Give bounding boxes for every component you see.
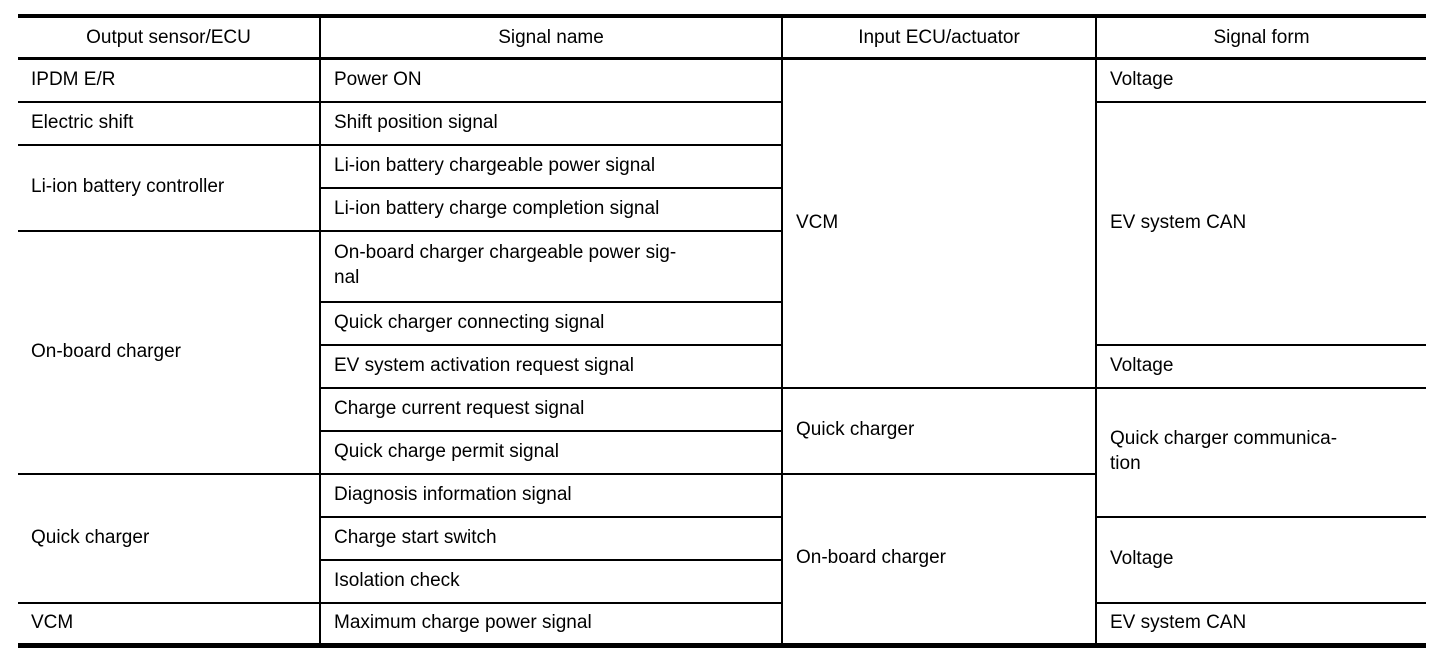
table-row: IPDM E/R Power ON VCM Voltage <box>18 58 1426 389</box>
cell-signal-name: Shift position signal <box>320 101 783 146</box>
cell-signal-name: Maximum charge power signal <box>320 602 783 647</box>
column-header-input-ecu-actuator: Input ECU/actuator <box>782 16 1097 60</box>
cell-signal-form: Voltage <box>1096 58 1426 103</box>
table-row: Electric shift Shift position signal EV … <box>18 101 1426 346</box>
cell-signal-form: Voltage <box>1096 344 1426 389</box>
cell-output-sensor-ecu: Electric shift <box>18 101 321 146</box>
column-header-signal-form: Signal form <box>1096 16 1426 60</box>
cell-signal-name: Power ON <box>320 58 783 103</box>
table-row: Li-ion battery charge completion signal <box>18 187 1426 232</box>
cell-output-sensor-ecu: VCM <box>18 602 321 647</box>
table-row: Quick charge permit signal <box>18 430 1426 475</box>
cell-output-sensor-ecu: On-board charger <box>18 230 321 475</box>
cell-signal-name: Li-ion battery charge completion signal <box>320 187 783 232</box>
cell-signal-name: Charge start switch <box>320 516 783 561</box>
table-row: Quick charger Diagnosis information sign… <box>18 473 1426 647</box>
cell-output-sensor-ecu: Li-ion battery controller <box>18 144 321 232</box>
table-row: Isolation check <box>18 559 1426 604</box>
table-row: Li-ion battery controller Li-ion battery… <box>18 144 1426 232</box>
cell-input-ecu-actuator: On-board charger <box>782 473 1097 647</box>
cell-signal-name: Isolation check <box>320 559 783 604</box>
table-row: EV system activation request signal Volt… <box>18 344 1426 389</box>
table-row: Charge current request signal Quick char… <box>18 387 1426 518</box>
cell-signal-name: Li-ion battery chargeable power signal <box>320 144 783 189</box>
cell-signal-form: EV system CAN <box>1096 101 1426 346</box>
table-row: On-board charger On-board charger charge… <box>18 230 1426 475</box>
table-row: VCM Maximum charge power signal EV syste… <box>18 602 1426 647</box>
cell-signal-name: Diagnosis information signal <box>320 473 783 518</box>
header-row: Output sensor/ECU Signal name Input ECU/… <box>18 16 1426 60</box>
column-header-output-sensor-ecu: Output sensor/ECU <box>18 16 321 60</box>
cell-input-ecu-actuator: Quick charger <box>782 387 1097 475</box>
cell-input-ecu-actuator: VCM <box>782 58 1097 389</box>
table-row: Charge start switch Voltage <box>18 516 1426 604</box>
cell-output-sensor-ecu: IPDM E/R <box>18 58 321 103</box>
cell-signal-name: On-board charger chargeable power sig- n… <box>320 230 783 303</box>
io-signal-table: Output sensor/ECU Signal name Input ECU/… <box>18 14 1426 648</box>
cell-signal-name: Charge current request signal <box>320 387 783 432</box>
cell-signal-name: Quick charge permit signal <box>320 430 783 475</box>
table-row: Quick charger connecting signal <box>18 301 1426 346</box>
cell-signal-name: Quick charger connecting signal <box>320 301 783 346</box>
column-header-signal-name: Signal name <box>320 16 783 60</box>
cell-signal-form: EV system CAN <box>1096 602 1426 647</box>
cell-signal-name: EV system activation request signal <box>320 344 783 389</box>
cell-signal-form: Voltage <box>1096 516 1426 604</box>
cell-signal-form: Quick charger communica- tion <box>1096 387 1426 518</box>
cell-output-sensor-ecu: Quick charger <box>18 473 321 604</box>
